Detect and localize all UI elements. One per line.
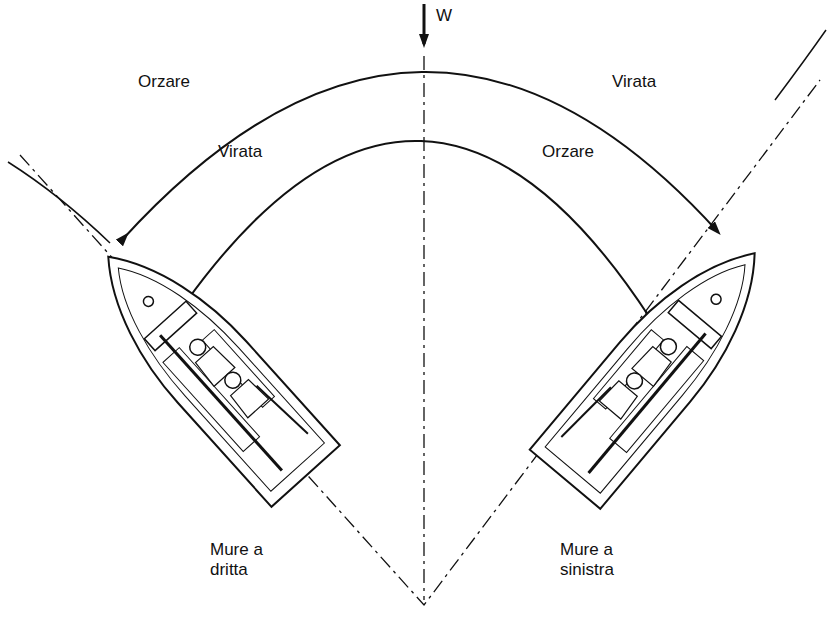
maneuver-label: Orzare: [138, 72, 190, 92]
maneuver-label: Virata: [218, 142, 262, 162]
maneuver-label: Orzare: [542, 142, 594, 162]
tack-label: Mure a dritta: [210, 540, 282, 581]
tack-label: Mure a sinistra: [560, 540, 632, 581]
wind-label: W: [436, 6, 452, 26]
maneuver-label: Virata: [612, 72, 656, 92]
